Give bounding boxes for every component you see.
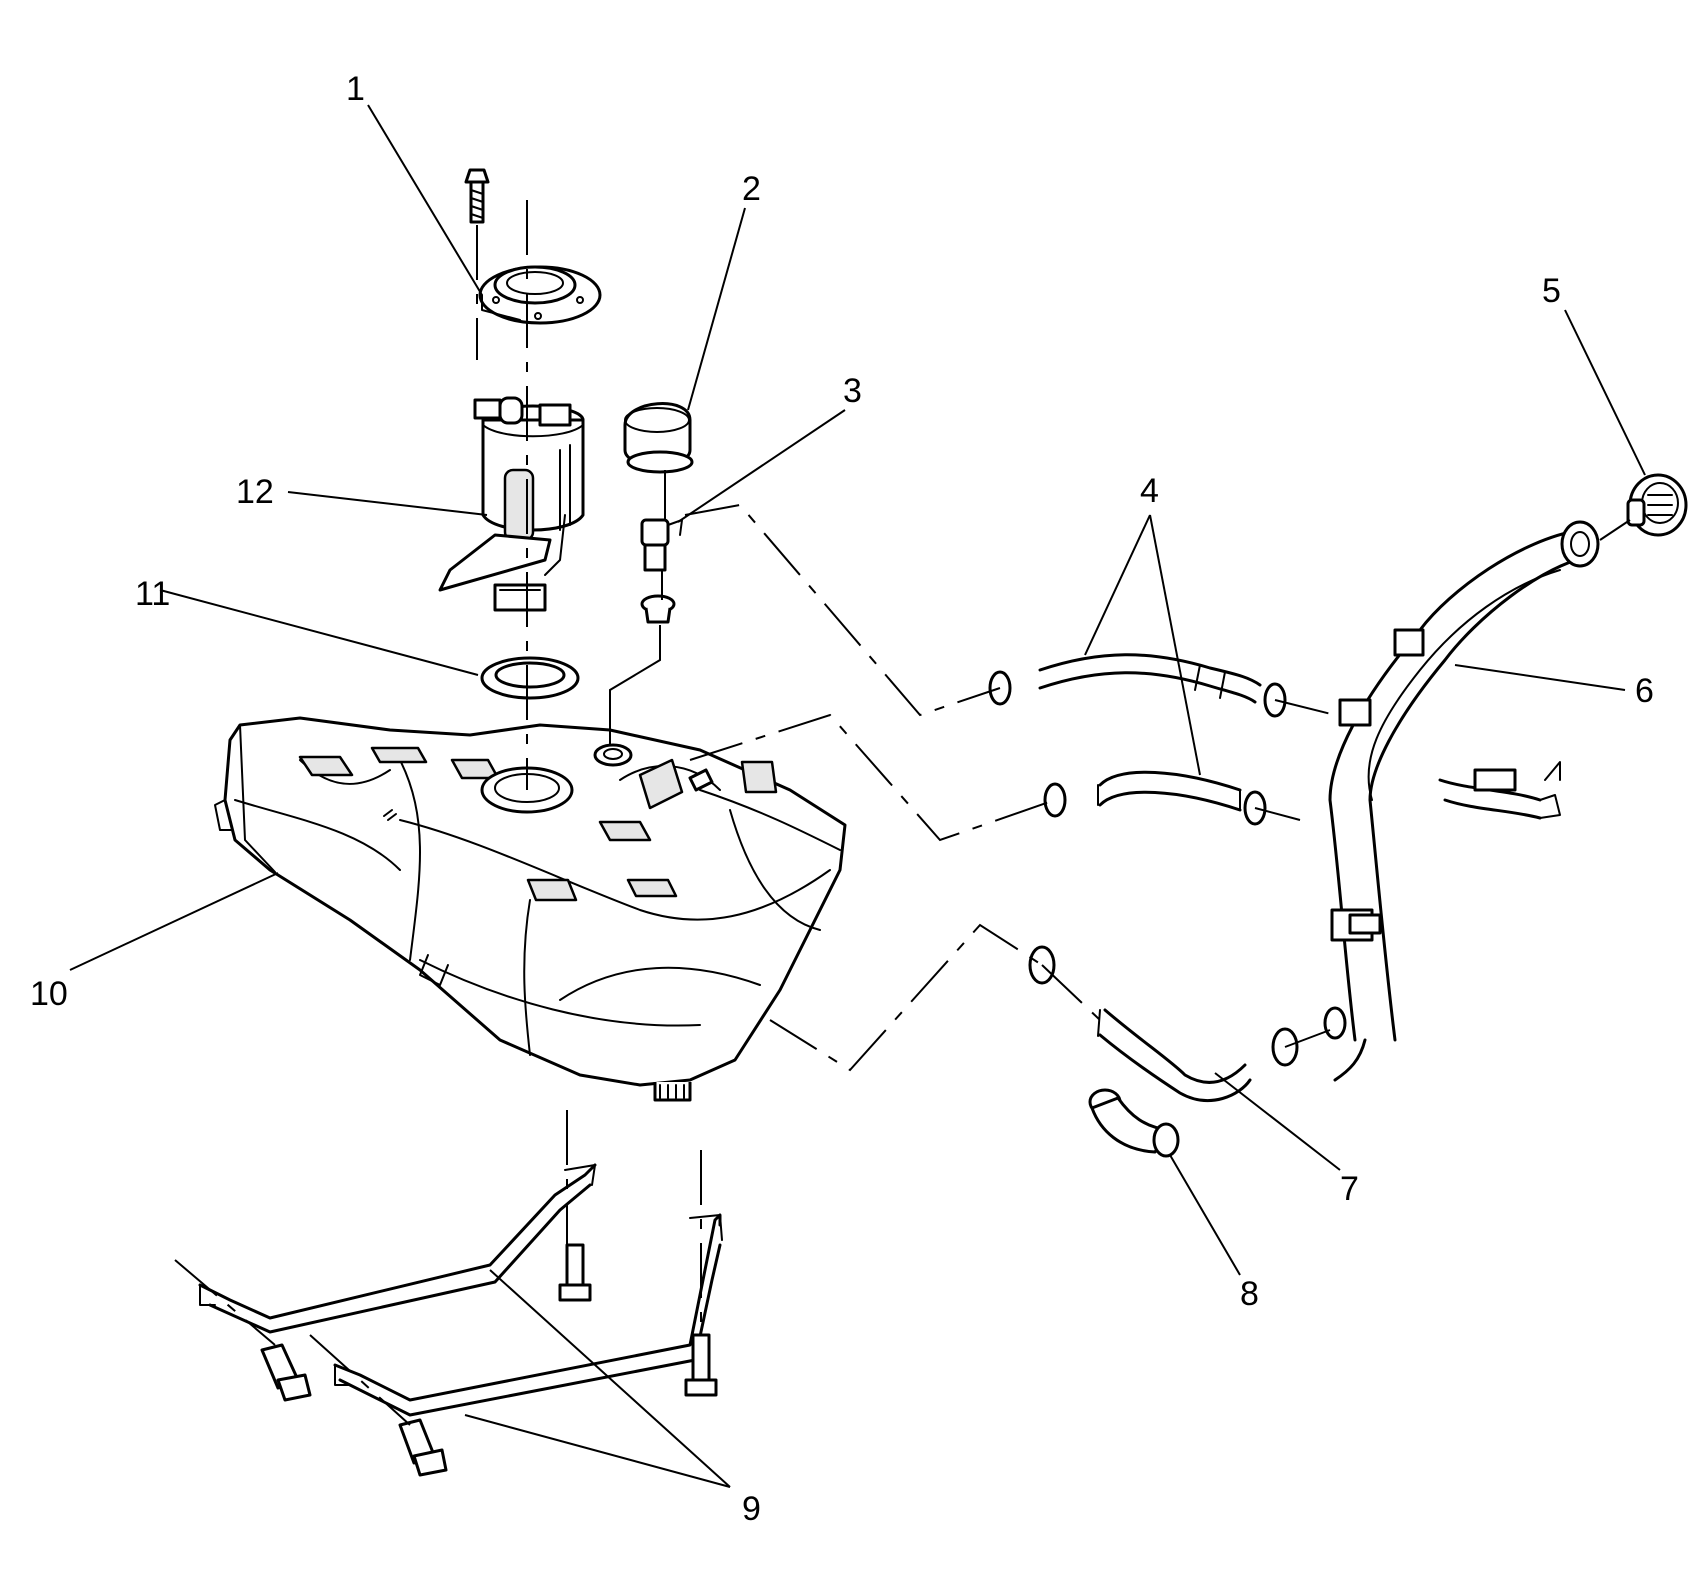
tank-strap-rear — [198, 1163, 597, 1334]
sender-cover — [623, 402, 694, 474]
vapor-hose-lower — [1043, 770, 1267, 826]
strap-bolts — [260, 1243, 718, 1477]
callout-9: 9 — [742, 1490, 761, 1528]
callout-labels: 1 2 3 4 5 6 7 8 9 10 11 12 — [30, 70, 1654, 1528]
retaining-ring — [478, 265, 602, 325]
sender-grommet — [640, 594, 676, 624]
callout-12: 12 — [236, 473, 274, 511]
callout-3: 3 — [843, 372, 862, 410]
callout-1: 1 — [346, 70, 365, 108]
pump-seal — [480, 656, 580, 700]
callout-8: 8 — [1240, 1275, 1259, 1313]
fuel-pump-module — [438, 396, 585, 612]
fuel-filler-pipe — [1328, 520, 1600, 1082]
module-bolt — [464, 168, 490, 224]
vapor-hose-upper — [988, 653, 1287, 718]
callout-11: 11 — [135, 575, 170, 613]
callout-2: 2 — [742, 170, 761, 208]
callout-5: 5 — [1542, 272, 1561, 310]
callout-10: 10 — [30, 975, 68, 1013]
callout-4: 4 — [1140, 472, 1159, 510]
leader-lines — [69, 104, 1646, 1488]
fuel-filler-cap — [1626, 473, 1688, 537]
fuel-tank — [214, 716, 847, 1102]
filler-hose — [1028, 945, 1347, 1103]
assembly-lines — [174, 200, 1631, 1426]
sender-unit — [640, 518, 683, 572]
callout-7: 7 — [1340, 1170, 1359, 1208]
filler-elbow — [1088, 1088, 1180, 1158]
callout-6: 6 — [1635, 672, 1654, 710]
